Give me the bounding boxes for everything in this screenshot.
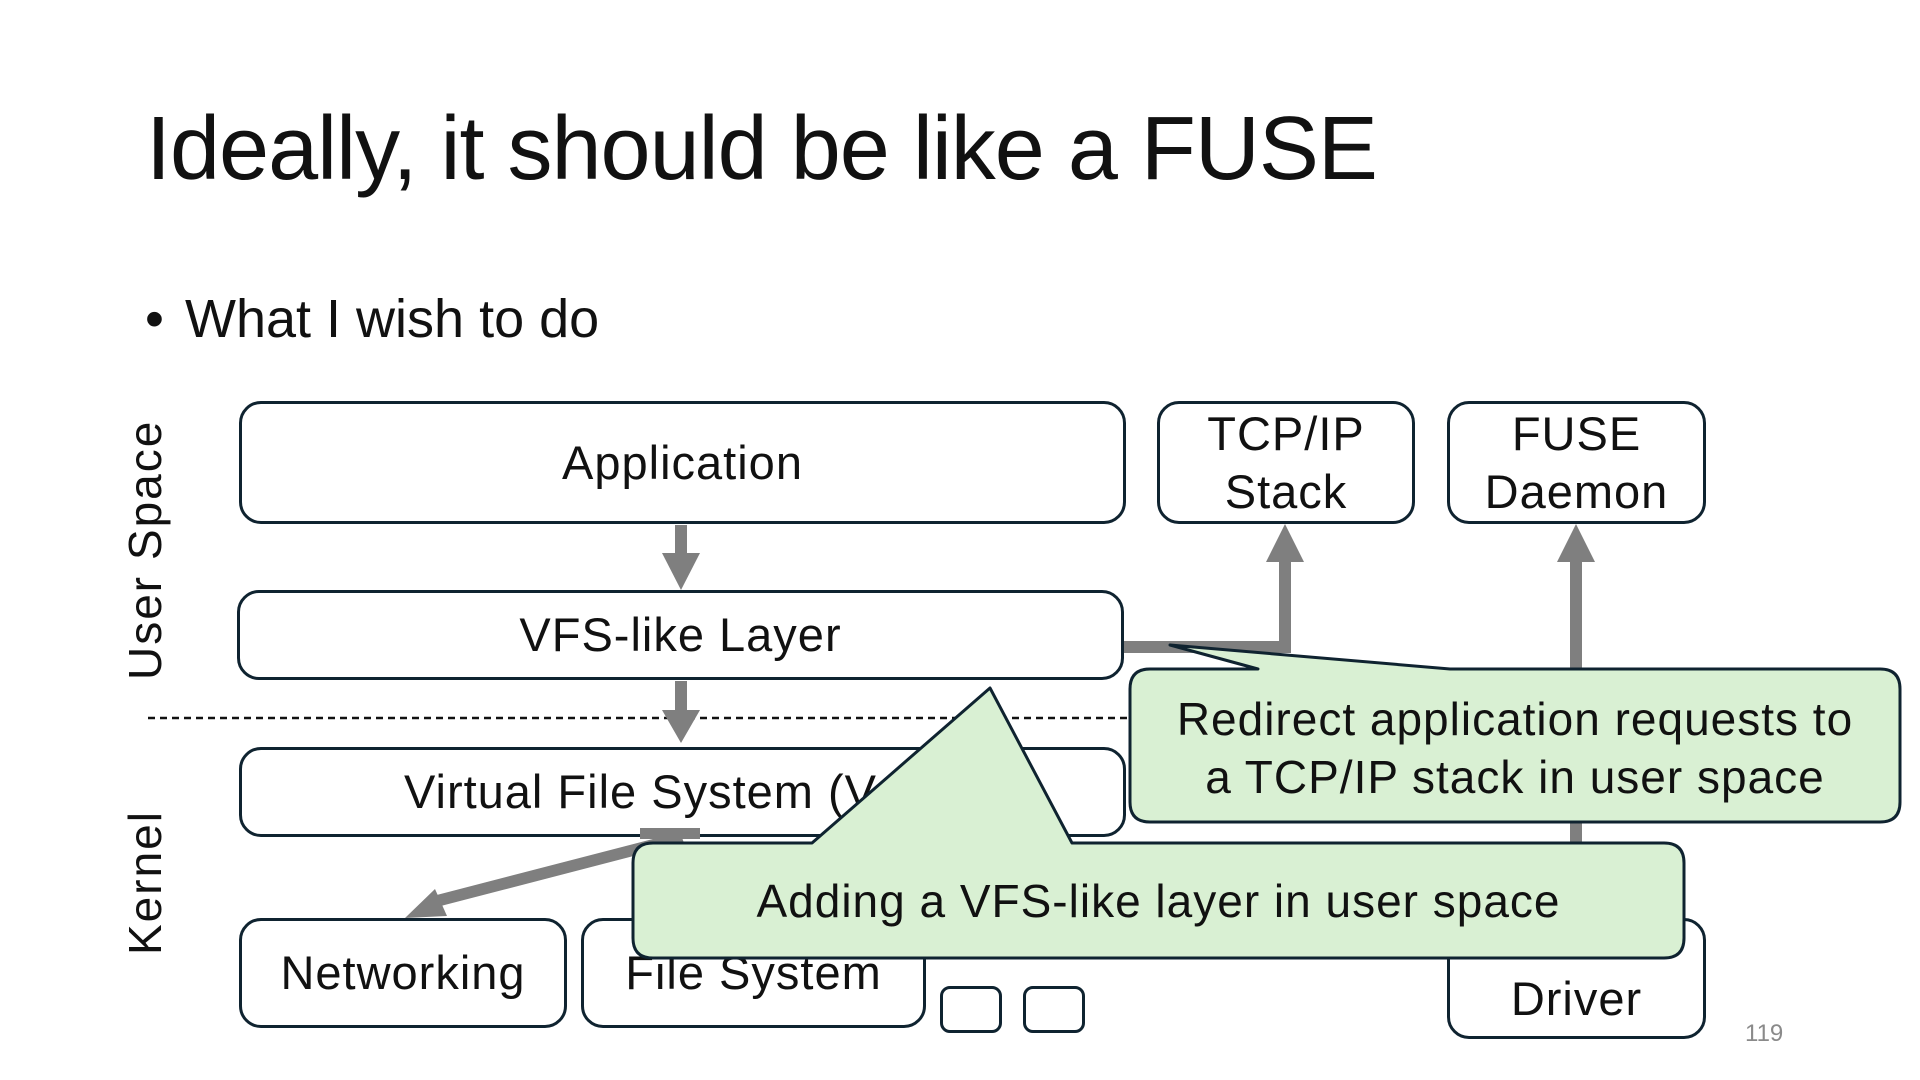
vfs-like-label: VFS-like Layer [519, 608, 842, 661]
arrow-vfs-like-to-tcpip [1124, 524, 1304, 653]
application-label: Application [562, 435, 803, 489]
arrow-vfs-like-to-vfs [662, 681, 700, 743]
arrow-app-to-vfs-like [662, 525, 700, 590]
fuse-driver-label: Driver [1510, 972, 1643, 1025]
networking-label: Networking [280, 946, 526, 999]
redirect-callout-line2: a TCP/IP stack in user space [1205, 751, 1825, 803]
bullet-text: What I wish to do [185, 289, 600, 349]
adding-callout: Adding a VFS-like layer in user space [633, 872, 1684, 930]
page-number: 119 [1745, 1020, 1784, 1047]
bullet-item: • What I wish to do [145, 288, 599, 350]
tcpip-label-line1: TCP/IP [1207, 406, 1365, 460]
application-box: Application [239, 401, 1126, 524]
vfs-label: Virtual File System (V [404, 765, 877, 818]
tcpip-label-line2: Stack [1224, 464, 1348, 518]
bullet-dot: • [145, 289, 164, 349]
adding-callout-shape [631, 686, 1686, 960]
redirect-callout: Redirect application requests to a TCP/I… [1132, 690, 1898, 806]
arrow-vfs-to-networking [405, 828, 700, 918]
small-box-1 [940, 986, 1002, 1033]
adding-callout-line: Adding a VFS-like layer in user space [756, 875, 1561, 927]
redirect-callout-line1: Redirect application requests to [1176, 693, 1854, 745]
networking-box: Networking [239, 918, 567, 1028]
fuse-daemon-label-line1: FUSE [1511, 406, 1642, 460]
vfs-like-layer-box: VFS-like Layer [237, 590, 1124, 680]
redirect-callout-shape [1128, 643, 1902, 824]
fuse-daemon-label-line2: Daemon [1484, 464, 1669, 518]
slide-title: Ideally, it should be like a FUSE [146, 99, 1378, 199]
small-box-2 [1023, 986, 1085, 1033]
